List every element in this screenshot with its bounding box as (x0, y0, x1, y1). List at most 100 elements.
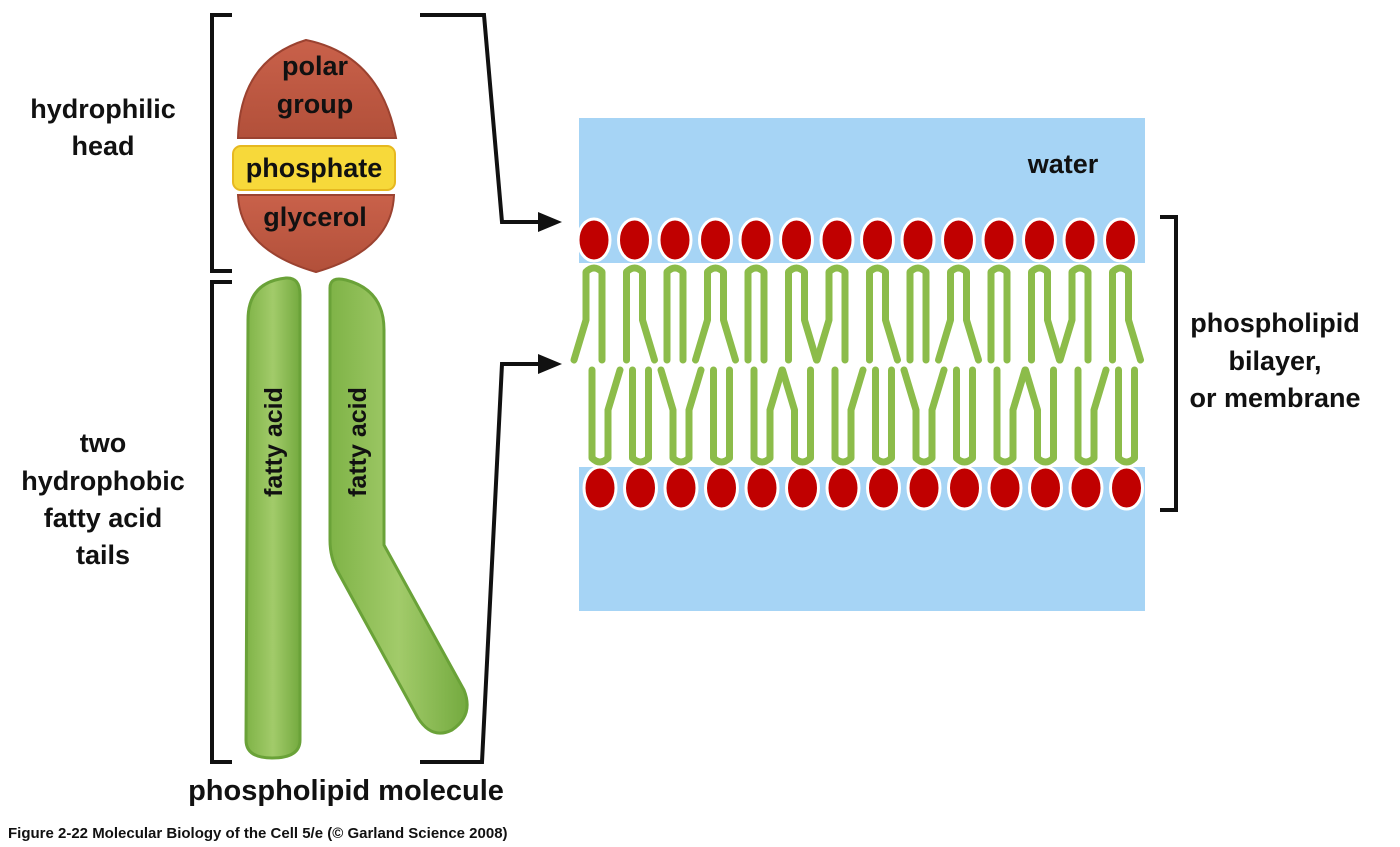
bilayer-fatty-acid-tail (928, 366, 948, 462)
molecule-title: phospholipid molecule (188, 775, 504, 807)
bilayer-diagram: water (570, 118, 1145, 611)
bilayer-label-line2: bilayer, (1228, 346, 1321, 376)
bilayer-fatty-acid-tail (639, 268, 658, 364)
bilayer-fatty-acid-tail (604, 366, 624, 462)
bilayer-tail-cap (786, 264, 807, 275)
bilayer-tail-cap (1069, 264, 1091, 275)
bilayer-tail-cap (867, 264, 888, 275)
fatty-acid-label-left: fatty acid (260, 387, 288, 497)
bilayer-polar-head (738, 217, 774, 263)
bilayer-tail-cap (826, 264, 848, 275)
polar-group-label-line1: polar (282, 51, 349, 81)
bilayer-fatty-acid-tail (813, 268, 833, 364)
bilayer-polar-head (987, 465, 1023, 511)
bilayer-tail-cap (624, 264, 645, 275)
fatty-acid-tail-right (328, 277, 469, 735)
bilayer-label-line1: phospholipid (1190, 308, 1359, 338)
connector-arrowheads (538, 212, 562, 374)
bilayer-fatty-acid-tail (1090, 366, 1110, 462)
connector-bottom (420, 362, 540, 764)
phosphate-band (232, 145, 396, 191)
bilayer-fatty-acid-tail (935, 268, 954, 364)
tail-label-line2: hydrophobic (21, 466, 185, 496)
top-leaflet-tails (570, 264, 1144, 364)
bilayer-fatty-acid-tail (1044, 268, 1063, 364)
bilayer-polar-head (657, 217, 693, 263)
bilayer-fatty-acid-tail (847, 366, 867, 462)
bilayer-fatty-acid-tail (1009, 366, 1029, 462)
tail-bracket (210, 280, 232, 764)
bilayer-polar-head (582, 465, 618, 511)
bilayer-polar-head (617, 217, 652, 263)
bilayer-polar-head (623, 465, 658, 511)
bilayer-fatty-acid-tail (657, 366, 677, 462)
bilayer-fatty-acid-tail (692, 268, 711, 364)
bilayer-tail-cap (664, 264, 686, 275)
tail-label-line1: two (80, 428, 127, 458)
bilayer-polar-head (663, 465, 699, 511)
bilayer-polar-head (704, 465, 739, 511)
bilayer-polar-head (1103, 217, 1138, 263)
bilayer-polar-head (866, 465, 901, 511)
fatty-acid-tail-left (244, 276, 302, 760)
bilayer-bracket (1160, 215, 1178, 512)
bilayer-tail-cap (583, 264, 605, 275)
bilayer-fatty-acid-tail (1022, 366, 1041, 462)
bilayer-polar-head (1109, 465, 1144, 511)
fatty-acid-label-right: fatty acid (344, 387, 372, 497)
bilayer-tail-cap (913, 455, 935, 466)
bilayer-fatty-acid-tail (882, 268, 901, 364)
figure-caption: Figure 2-22 Molecular Biology of the Cel… (8, 825, 508, 842)
bilayer-tail-cap (907, 264, 929, 275)
bilayer-tail-cap (745, 264, 767, 275)
bilayer-fatty-acid-tail (1125, 268, 1144, 364)
bilayer-tail-cap (1116, 455, 1137, 466)
bilayer-fatty-acid-tail (570, 268, 590, 364)
bilayer-polar-head (819, 217, 855, 263)
arrowhead-top (538, 212, 562, 232)
bilayer-labels: phospholipid bilayer, or membrane (1189, 308, 1360, 413)
bilayer-polar-head (576, 217, 612, 263)
phospholipid-molecule: polar group phosphate glycerol fatty aci… (232, 38, 469, 760)
polar-group-label-line2: group (277, 89, 353, 119)
bilayer-fatty-acid-tail (766, 366, 786, 462)
bilayer-tail-cap (948, 264, 969, 275)
bilayer-tail-cap (873, 455, 894, 466)
bilayer-tail-cap (751, 455, 773, 466)
bilayer-tail-cap (1029, 264, 1050, 275)
bilayer-polar-head (744, 465, 780, 511)
hydrophilic-head-label-line1: hydrophilic (30, 94, 176, 124)
bilayer-polar-head (1028, 465, 1063, 511)
bilayer-tail-cap (1075, 455, 1097, 466)
bilayer-fatty-acid-tail (963, 268, 982, 364)
bilayer-tail-cap (705, 264, 726, 275)
bilayer-tail-cap (832, 455, 854, 466)
bilayer-polar-head (981, 217, 1017, 263)
arrowhead-bottom (538, 354, 562, 374)
bilayer-polar-head (779, 217, 814, 263)
glycerol-head (236, 194, 396, 274)
bilayer-tail-cap (994, 455, 1016, 466)
bilayer-polar-head (1022, 217, 1057, 263)
bilayer-label-line3: or membrane (1189, 383, 1360, 413)
bilayer-tail-cap (792, 455, 813, 466)
bilayer-polar-head (1062, 217, 1098, 263)
bilayer-polar-head (1068, 465, 1104, 511)
bottom-leaflet-heads (582, 465, 1144, 511)
bilayer-tail-cap (711, 455, 732, 466)
head-bracket (210, 13, 232, 273)
bilayer-fatty-acid-tail (779, 366, 798, 462)
bilayer-fatty-acid-tail (720, 268, 739, 364)
molecule-brackets (210, 13, 1178, 764)
bilayer-fatty-acid-tail (1056, 268, 1076, 364)
glycerol-label: glycerol (263, 202, 367, 232)
bilayer-tail-cap (1035, 455, 1056, 466)
bilayer-polar-head (698, 217, 733, 263)
connector-top (420, 13, 540, 224)
bilayer-polar-head (825, 465, 861, 511)
water-label: water (1027, 149, 1099, 179)
bottom-leaflet-tails (588, 366, 1138, 466)
top-leaflet-heads (576, 217, 1138, 263)
hydrophilic-head-label-line2: head (71, 131, 134, 161)
